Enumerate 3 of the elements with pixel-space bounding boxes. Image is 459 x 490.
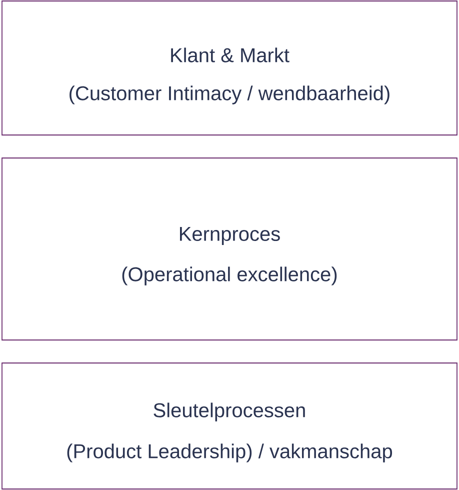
text-box: Kernproces (Operational excellence)	[2, 158, 458, 340]
text-box: Sleutelprocessen (Product Leadership) / vakmanschap	[2, 362, 458, 490]
text-box: Klant & Markt (Customer Intimacy / wendbaarheid)	[2, 0, 458, 136]
